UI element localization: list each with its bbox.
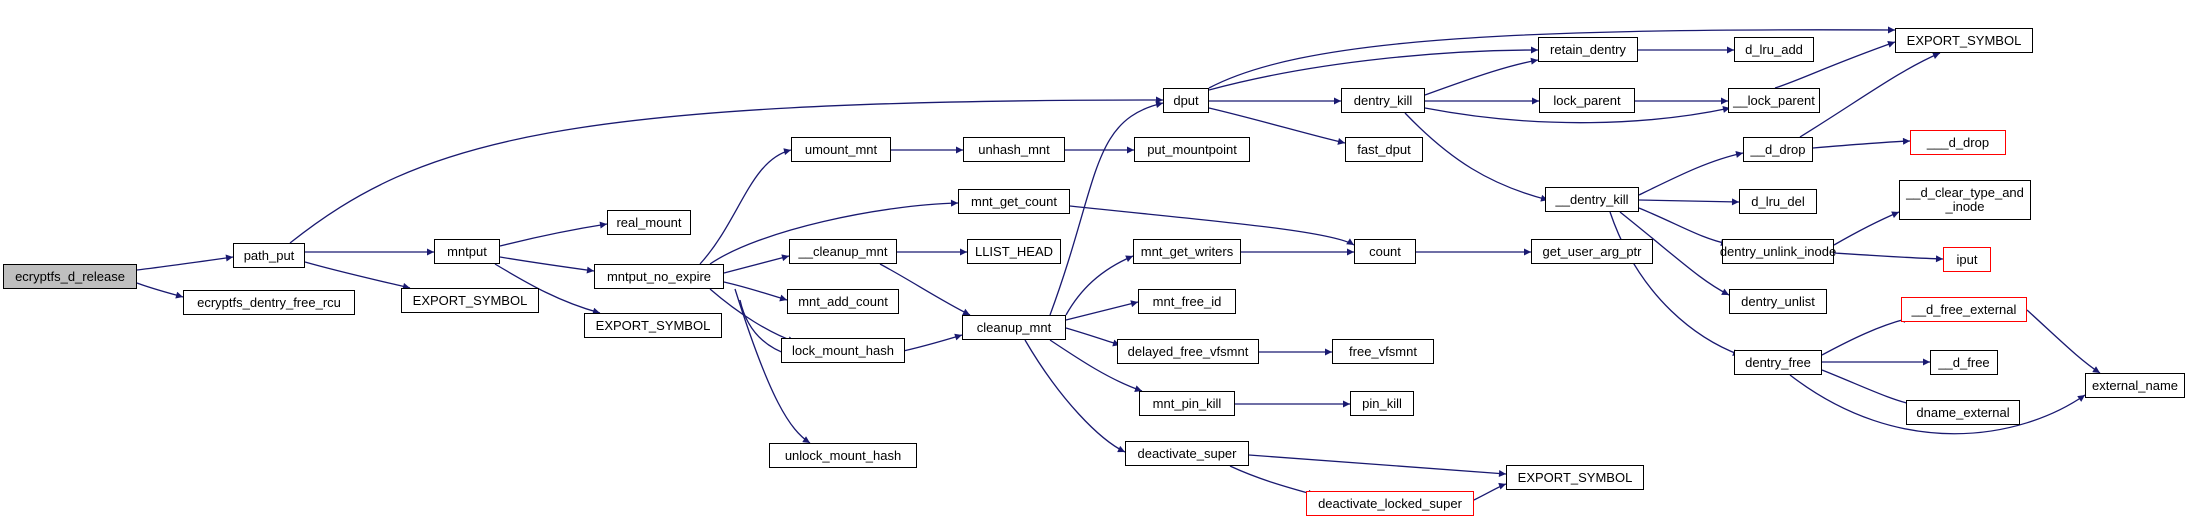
- node-dentry-unlink-inode[interactable]: dentry_unlink_inode: [1720, 239, 1836, 264]
- node-path-put[interactable]: path_put: [233, 243, 305, 268]
- node-llist-head[interactable]: LLIST_HEAD: [967, 239, 1061, 264]
- edge-unlink-clear-type: [1833, 211, 1900, 246]
- node-mnt-add-count[interactable]: mnt_add_count: [787, 289, 899, 314]
- node-d-drop-internal[interactable]: __d_drop: [1743, 137, 1813, 162]
- node-mnt-get-count[interactable]: mnt_get_count: [958, 189, 1070, 214]
- edge-dfree-dname-external: [1821, 369, 1916, 408]
- node-fast-dput[interactable]: fast_dput: [1345, 137, 1423, 162]
- edge-release-free-rcu: [136, 282, 184, 299]
- node-lock-parent-internal[interactable]: __lock_parent: [1728, 88, 1820, 113]
- edge-mntput-no-expire: [499, 256, 595, 274]
- edge-noexp-unlock-hash: [734, 288, 811, 444]
- edge-dput-fast-dput: [1208, 107, 1346, 145]
- node-free-vfsmnt[interactable]: free_vfsmnt: [1332, 339, 1434, 364]
- edge-locked-export: [1473, 482, 1507, 501]
- node-dname-external[interactable]: dname_external: [1906, 400, 2020, 425]
- node-dentry-free[interactable]: dentry_free: [1734, 350, 1822, 375]
- edge-dki-d-lru-del: [1638, 198, 1740, 206]
- edge-dput-retain: [1208, 46, 1539, 91]
- edge-cleanup-writers: [1065, 255, 1134, 316]
- edge-dfree-external-name: [1789, 374, 2086, 435]
- node-dentry-kill-internal[interactable]: __dentry_kill: [1545, 187, 1639, 212]
- node-mnt-get-writers[interactable]: mnt_get_writers: [1133, 239, 1241, 264]
- node-cleanup-mnt[interactable]: cleanup_mnt: [962, 315, 1066, 340]
- node-count[interactable]: count: [1354, 239, 1416, 264]
- node-d-clear-type-and-inode[interactable]: __d_clear_type_and _inode: [1899, 180, 2031, 220]
- node-unlock-mount-hash[interactable]: unlock_mount_hash: [769, 443, 917, 468]
- edge-mnt-get-count-count: [1069, 205, 1355, 246]
- edge-noexp-add-count: [723, 281, 788, 302]
- node-lock-mount-hash[interactable]: lock_mount_hash: [781, 338, 905, 363]
- edge-cleanup-internal-cleanup: [879, 263, 971, 316]
- node-d-free-external[interactable]: __d_free_external: [1901, 297, 2027, 322]
- node-d-lru-add[interactable]: d_lru_add: [1734, 37, 1814, 62]
- edge-dkill-dentry-kill-internal: [1404, 112, 1549, 202]
- edge-release-path-put: [136, 254, 234, 271]
- node-export-symbol-4[interactable]: EXPORT_SYMBOL: [1895, 28, 2033, 53]
- node-mnt-pin-kill[interactable]: mnt_pin_kill: [1139, 391, 1235, 416]
- edge-noexp-cleanup-internal: [723, 254, 790, 274]
- edge-dfree-d-free-external: [1821, 316, 1911, 356]
- node-lock-parent[interactable]: lock_parent: [1539, 88, 1635, 113]
- node-dentry-kill[interactable]: dentry_kill: [1341, 88, 1425, 113]
- edge-cleanup-deactivate: [1024, 339, 1126, 453]
- node-mnt-free-id[interactable]: mnt_free_id: [1138, 289, 1236, 314]
- edge-path-put-dput: [289, 96, 1164, 244]
- node-dput[interactable]: dput: [1163, 88, 1209, 113]
- node-ecryptfs-dentry-free-rcu[interactable]: ecryptfs_dentry_free_rcu: [183, 290, 355, 315]
- edge-d-free-external-external-name: [2026, 309, 2101, 374]
- edge-mntput-export: [494, 263, 601, 315]
- node-deactivate-locked-super[interactable]: deactivate_locked_super: [1306, 491, 1474, 516]
- edge-unlink-iput: [1833, 252, 1944, 263]
- edge-deactivate-export: [1248, 454, 1507, 477]
- node-get-user-arg-ptr[interactable]: get_user_arg_ptr: [1531, 239, 1653, 264]
- node-cleanup-mnt-internal[interactable]: __cleanup_mnt: [789, 239, 897, 264]
- edge-dki-d-drop: [1638, 151, 1744, 196]
- edge-noexp-lock-hash: [709, 288, 796, 343]
- edge-dki-dentry-free: [1609, 211, 1741, 356]
- node-mntput[interactable]: mntput: [434, 239, 500, 264]
- node-real-mount[interactable]: real_mount: [607, 210, 691, 235]
- node-export-symbol-2[interactable]: EXPORT_SYMBOL: [584, 313, 722, 338]
- node-d-free[interactable]: __d_free: [1930, 350, 1998, 375]
- edge-dki-unlist: [1619, 211, 1730, 296]
- node-export-symbol-1[interactable]: EXPORT_SYMBOL: [401, 288, 539, 313]
- edge-dput-export: [1208, 26, 1896, 89]
- edge-path-put-export: [304, 261, 411, 290]
- edge-mntput-real-mount: [499, 221, 608, 247]
- edge-dki-unlink-inode: [1638, 207, 1729, 246]
- node-dentry-unlist[interactable]: dentry_unlist: [1729, 289, 1827, 314]
- edge-noexp-mnt-get-count: [709, 199, 959, 265]
- node-retain-dentry[interactable]: retain_dentry: [1538, 37, 1638, 62]
- node-delayed-free-vfsmnt[interactable]: delayed_free_vfsmnt: [1117, 339, 1259, 364]
- edge-noexp-umount: [699, 148, 792, 265]
- node-put-mountpoint[interactable]: put_mountpoint: [1134, 137, 1250, 162]
- edge-dkill-lock-parent-internal: [1424, 106, 1731, 124]
- edge-cleanup-dput: [1049, 101, 1164, 316]
- node-unhash-mnt[interactable]: unhash_mnt: [963, 137, 1065, 162]
- node-external-name[interactable]: external_name: [2085, 373, 2185, 398]
- node-d-drop-red[interactable]: ___d_drop: [1910, 130, 2006, 155]
- node-iput[interactable]: iput: [1943, 247, 1991, 272]
- edge-d-drop-export: [1799, 52, 1941, 138]
- node-pin-kill[interactable]: pin_kill: [1350, 391, 1414, 416]
- node-deactivate-super[interactable]: deactivate_super: [1125, 441, 1249, 466]
- edge-cleanup-delayed: [1065, 327, 1121, 347]
- node-export-symbol-3[interactable]: EXPORT_SYMBOL: [1506, 465, 1644, 490]
- edge-dkill-retain: [1424, 57, 1539, 96]
- edge-d-drop-d-drop-red: [1812, 137, 1911, 149]
- edge-deactivate-locked: [1229, 465, 1316, 497]
- node-umount-mnt[interactable]: umount_mnt: [791, 137, 891, 162]
- node-ecryptfs-d-release[interactable]: ecryptfs_d_release: [3, 264, 137, 289]
- node-d-lru-del[interactable]: d_lru_del: [1739, 189, 1817, 214]
- edge-cleanup-pin-kill: [1049, 339, 1143, 393]
- node-mntput-no-expire[interactable]: mntput_no_expire: [594, 264, 724, 289]
- edge-lock-parent-internal-export: [1774, 41, 1896, 89]
- edge-cleanup-free-id: [1065, 300, 1139, 321]
